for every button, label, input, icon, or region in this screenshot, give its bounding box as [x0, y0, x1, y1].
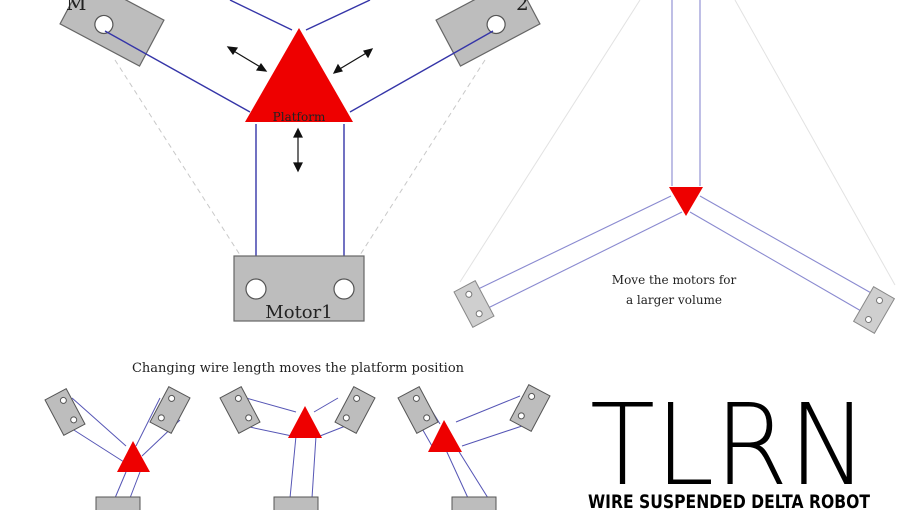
caption-motors-line2: a larger volume: [626, 293, 722, 307]
volume-motor-right: [852, 285, 896, 335]
motor1-label: Motor1: [265, 302, 332, 323]
wires-volume: [471, 0, 881, 316]
small-diagram-3: [397, 384, 551, 514]
tlrn-logo: TLRN WIRE SUSPENDED DELTA ROBOT: [588, 381, 870, 513]
motor1-block: [233, 255, 365, 322]
larger-volume-diagram: Move the motors for a larger volume: [453, 0, 896, 335]
motor2-label: 2: [516, 0, 529, 15]
logo-title: TLRN: [590, 381, 868, 510]
platform-label: Platform: [273, 110, 326, 124]
caption-wire-length: Changing wire length moves the platform …: [132, 361, 465, 376]
motor3-block: [59, 0, 165, 67]
volume-motor-left: [453, 280, 495, 328]
logo-subtitle: WIRE SUSPENDED DELTA ROBOT: [588, 491, 870, 510]
main-diagram: M 2 Platform: [59, 0, 541, 323]
volume-outline: [459, 0, 896, 286]
motor3-label: M: [66, 0, 86, 15]
workspace-dashed-lines: [114, 59, 486, 256]
motion-arrows: [226, 46, 374, 173]
platform-triangle: [245, 28, 353, 122]
small-diagram-1: [44, 386, 191, 514]
caption-motors-line1: Move the motors for: [612, 273, 737, 287]
motor2-block: [435, 0, 541, 67]
small-diagram-2: [219, 386, 376, 514]
volume-platform-triangle: [669, 187, 703, 216]
